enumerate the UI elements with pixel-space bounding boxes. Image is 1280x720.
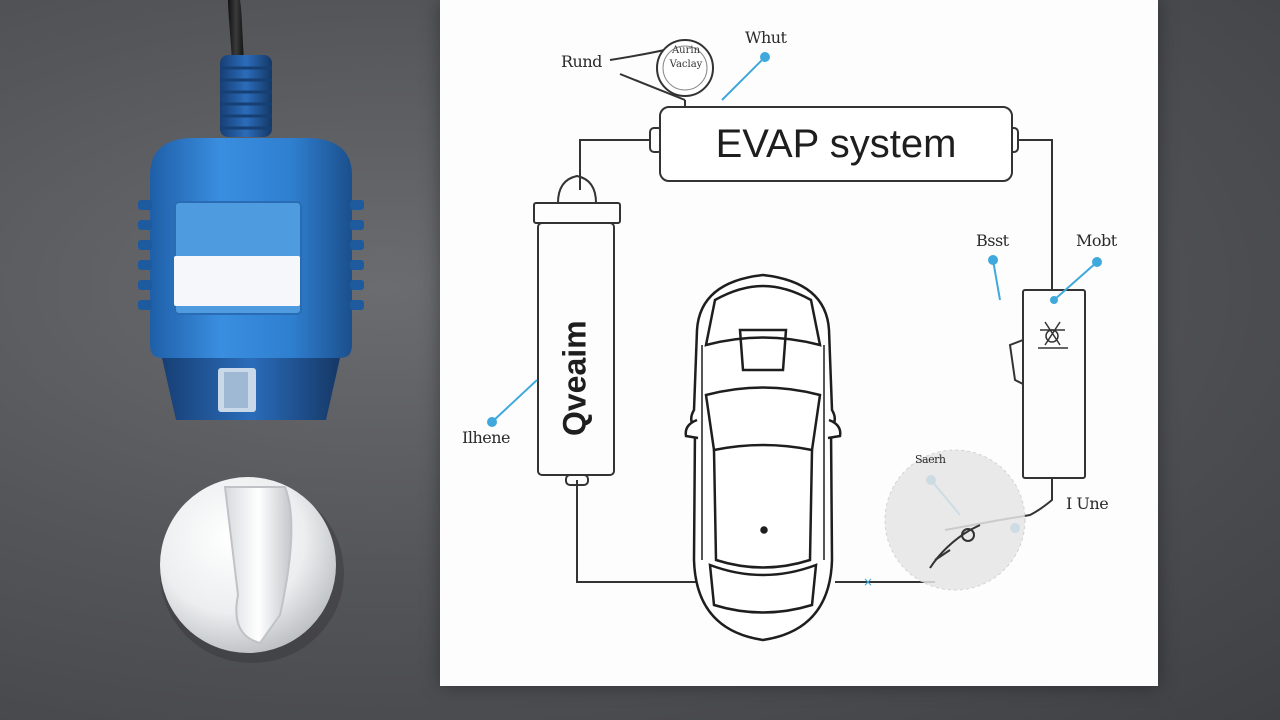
- dial-label: Aurin Vaclay: [654, 44, 718, 72]
- label-right-upper-right: Mobt: [1076, 231, 1117, 250]
- label-top-right: Whut: [745, 28, 787, 47]
- dial-label-line-2: Vaclay: [669, 59, 703, 70]
- label-left-mid: Ilhene: [462, 428, 510, 447]
- evap-title-box: EVAP system: [659, 106, 1013, 182]
- label-top-left: Rund: [561, 52, 602, 71]
- evap-diagram-sheet: × EVAP system Qveaim Aurin Vaclay Rund W…: [440, 0, 1158, 686]
- diagram-title: EVAP system: [715, 121, 957, 166]
- fuel-cap-icon: [160, 477, 344, 663]
- car-topview-icon: [684, 273, 842, 642]
- diagram-drawing: ×: [487, 39, 1102, 642]
- label-right-upper-left: Bsst: [976, 231, 1009, 250]
- obd-scanner-icon: [138, 0, 364, 420]
- label-bottom-right: I Une: [1066, 494, 1109, 513]
- dial-label-line-1: Aurin: [671, 45, 701, 56]
- label-bottom-right-top: Saerh: [915, 453, 946, 466]
- canister-label: Qveaim: [556, 320, 593, 436]
- svg-text:×: ×: [863, 575, 873, 589]
